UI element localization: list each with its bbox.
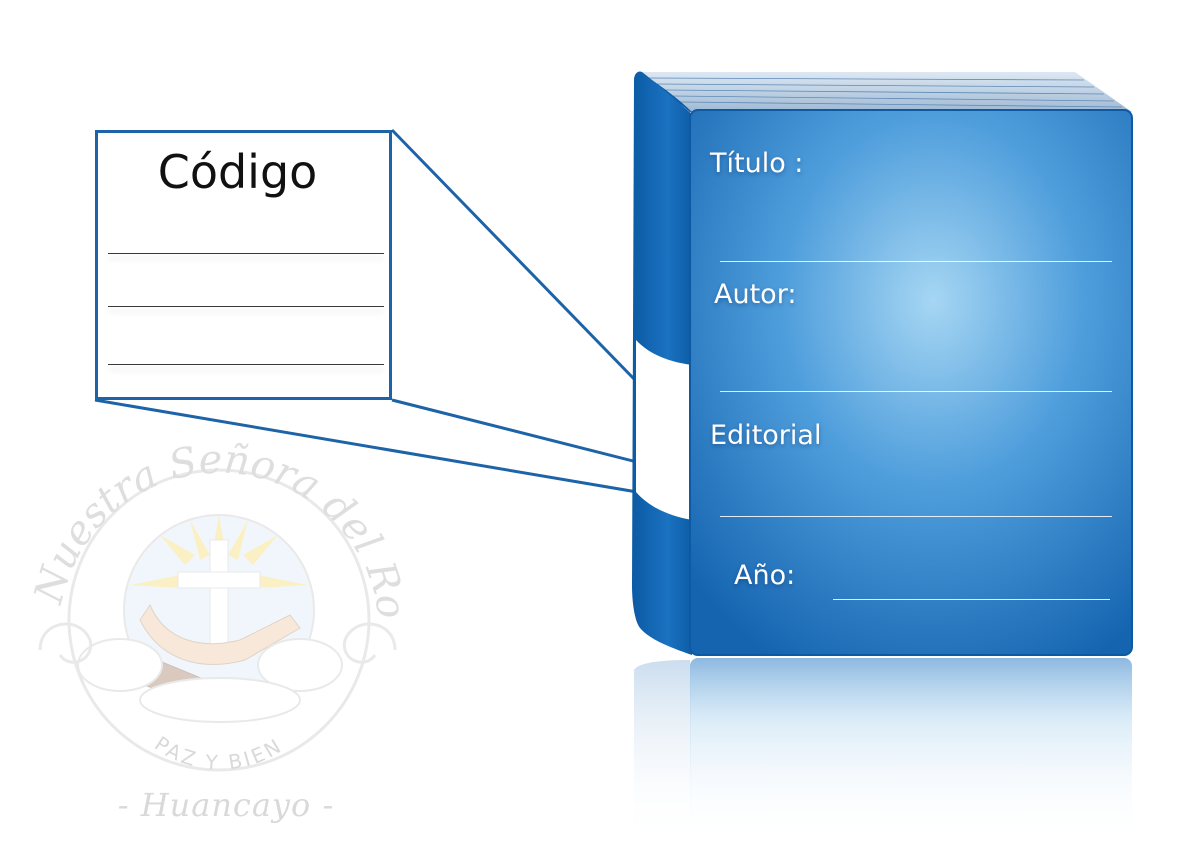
label-line xyxy=(108,364,384,365)
field-anio: Año: xyxy=(734,560,796,591)
sun-rays-icon xyxy=(130,515,308,588)
field-titulo-line xyxy=(720,261,1112,262)
connector-middle xyxy=(391,398,638,464)
label-title: Código xyxy=(157,145,318,199)
arms-icon xyxy=(129,603,301,706)
book xyxy=(632,71,1133,656)
field-editorial-line xyxy=(720,516,1112,517)
field-titulo: Título : xyxy=(710,148,804,179)
zoom-connector-lines xyxy=(94,128,639,494)
clouds-icon xyxy=(77,638,343,723)
book-cover xyxy=(690,110,1132,655)
cross-icon xyxy=(177,539,261,651)
field-anio-line xyxy=(833,599,1110,600)
seal-city: - Huancayo - xyxy=(117,786,335,824)
field-autor: Autor: xyxy=(714,279,797,310)
field-editorial: Editorial xyxy=(710,420,822,451)
connector-bottom xyxy=(94,398,638,494)
seal-motto: PAZ Y BIEN xyxy=(150,731,287,774)
field-autor-line xyxy=(720,391,1112,392)
label-line xyxy=(108,306,384,307)
page-edges xyxy=(647,77,1123,108)
seal-inner-circle xyxy=(123,514,315,706)
spine-label xyxy=(636,340,692,520)
label-card: Código xyxy=(95,130,392,400)
book-reflection xyxy=(634,658,1132,842)
label-line xyxy=(108,253,384,254)
scroll-ribbon-icon xyxy=(38,622,397,664)
seal-outer-ring xyxy=(67,468,371,772)
connector-top xyxy=(390,128,639,384)
